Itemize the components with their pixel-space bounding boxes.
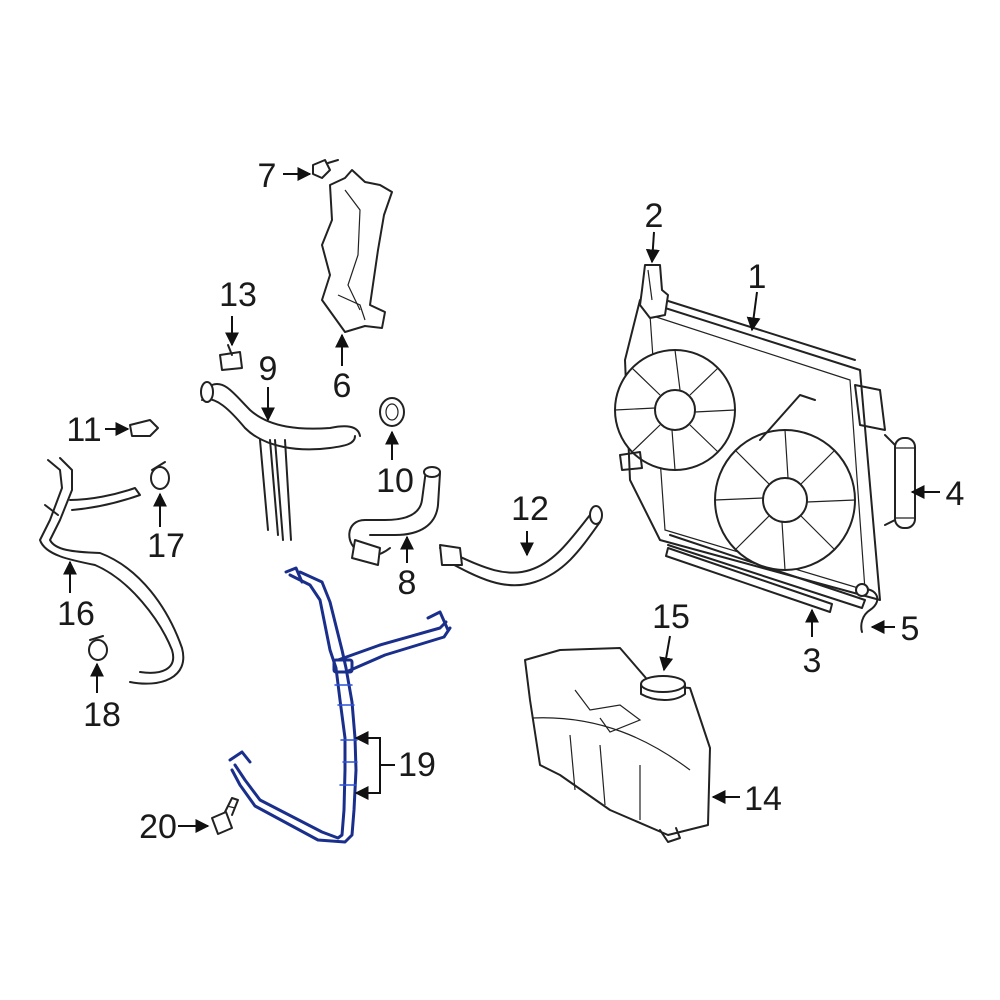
highlighted-hose-part-19[interactable]	[228, 566, 452, 844]
callout-13[interactable]: 13	[219, 276, 257, 314]
callout-8[interactable]: 8	[398, 564, 417, 602]
upper-radiator-hose[interactable]	[200, 381, 361, 541]
callout-11[interactable]: 11	[66, 411, 101, 449]
air-deflector[interactable]	[321, 169, 393, 333]
callout-3[interactable]: 3	[803, 642, 822, 680]
callout-18[interactable]: 18	[83, 696, 121, 734]
push-pin-fastener[interactable]	[312, 159, 339, 179]
callout-19[interactable]: 19	[398, 746, 436, 784]
callout-17[interactable]: 17	[147, 527, 185, 565]
reservoir-cap[interactable]	[640, 675, 686, 701]
callout-1[interactable]: 1	[748, 258, 767, 296]
hose-clamp-part-17[interactable]	[150, 461, 170, 490]
callout-16[interactable]: 16	[57, 595, 95, 633]
coolant-reservoir[interactable]	[524, 647, 711, 843]
clip-part-13[interactable]	[219, 344, 243, 371]
hose-clamp-part-10[interactable]	[379, 397, 405, 427]
receiver-drier[interactable]	[884, 434, 916, 529]
callout-4[interactable]: 4	[946, 475, 965, 513]
callout-12[interactable]: 12	[511, 490, 549, 528]
callout-6[interactable]: 6	[333, 367, 352, 405]
heater-hose-part-16[interactable]	[39, 457, 185, 685]
callout-labels: 1 2 3 4 5 6 7 8 9 10 11 12 13 14 15 16 1…	[57, 157, 964, 846]
callout-5[interactable]: 5	[901, 610, 920, 648]
callout-10[interactable]: 10	[376, 462, 414, 500]
callout-14[interactable]: 14	[744, 780, 782, 818]
callout-9[interactable]: 9	[259, 350, 278, 388]
radiator-fan-assembly[interactable]	[614, 299, 886, 609]
bolt-part-20[interactable]	[211, 797, 239, 835]
callout-leaders	[63, 167, 940, 833]
callout-2[interactable]: 2	[645, 197, 664, 235]
radiator-upper-bracket[interactable]	[639, 264, 669, 319]
radiator-lower-seal[interactable]	[665, 547, 833, 613]
coolant-hose-part-12[interactable]	[439, 505, 603, 587]
hose-clamp-part-11[interactable]	[129, 419, 159, 437]
small-hose-part-5[interactable]	[855, 583, 879, 633]
callout-15[interactable]: 15	[652, 598, 690, 636]
hose-clamp-part-18[interactable]	[88, 635, 108, 661]
callout-7[interactable]: 7	[258, 157, 277, 195]
lower-radiator-hose[interactable]	[348, 466, 441, 566]
callout-20[interactable]: 20	[139, 808, 177, 846]
